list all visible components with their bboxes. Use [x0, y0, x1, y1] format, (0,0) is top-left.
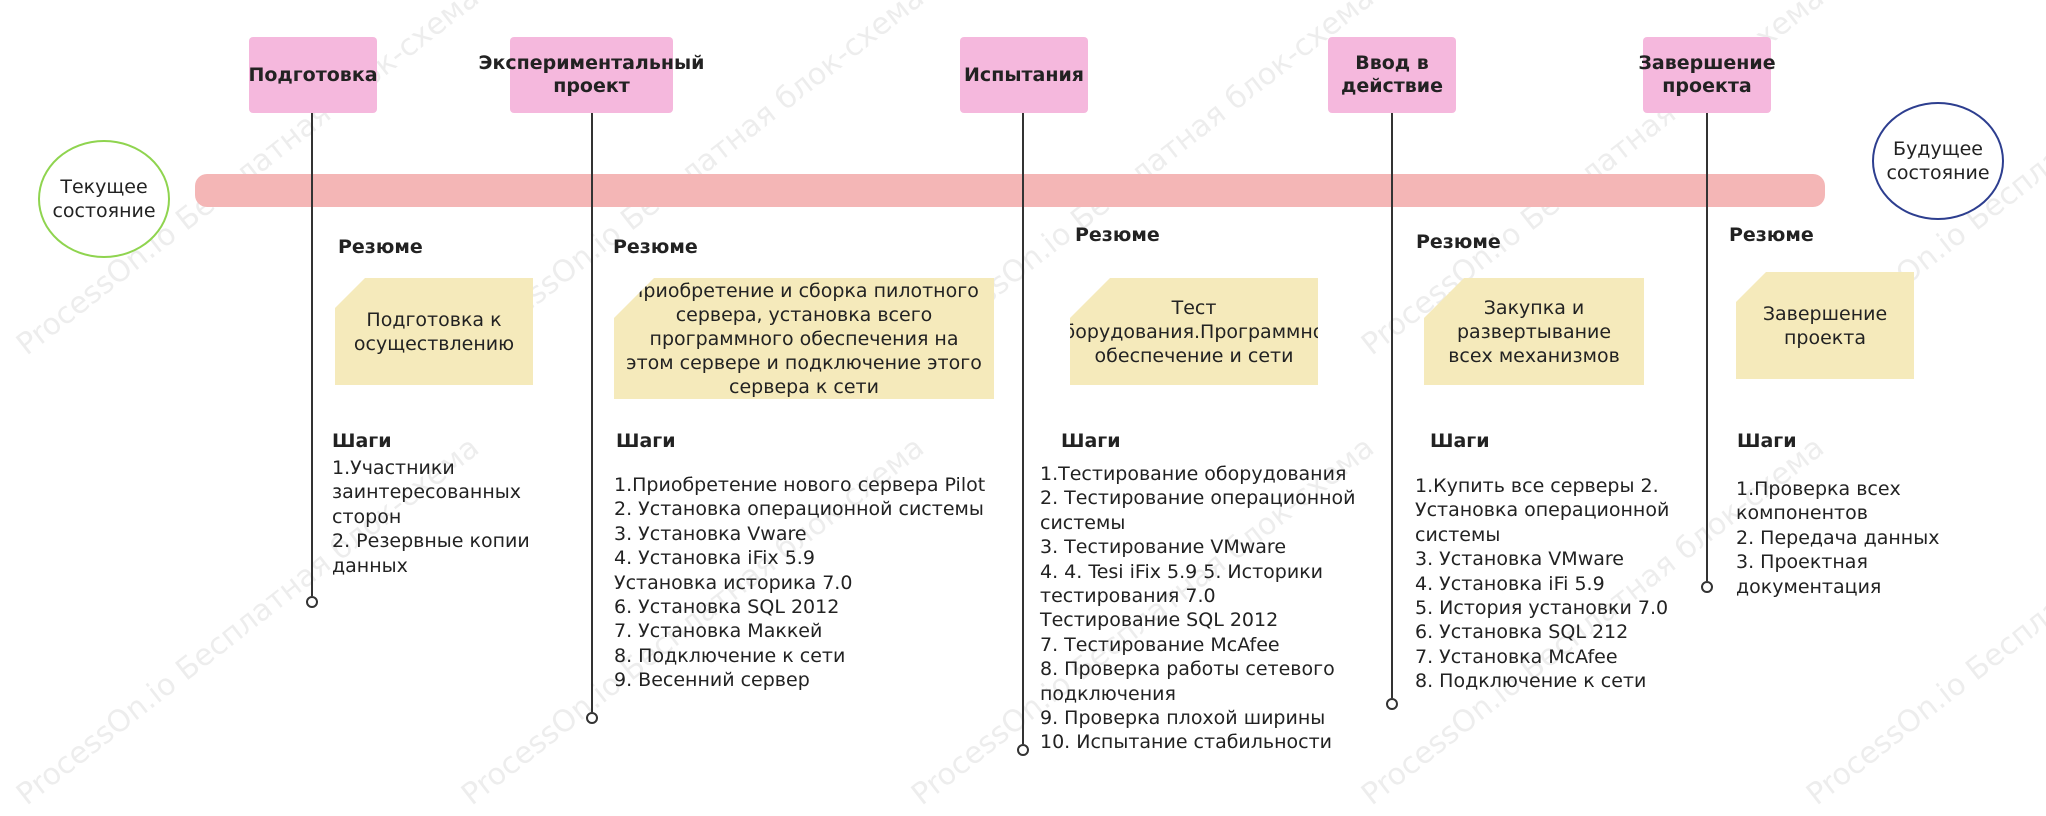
step-item: 4. 4. Tesi iFix 5.9 5. Историки тестиров… — [1040, 560, 1324, 608]
step-item: 8. Подключение к сети — [1415, 670, 1647, 693]
phase-3-summary-heading: Резюме — [1075, 224, 1160, 246]
summary-text: Закупка и развертывание всех механизмов — [1448, 296, 1620, 367]
phase-end-dot — [586, 712, 598, 724]
step-item: 2. Установка операционной системы — [614, 498, 984, 521]
step-item: 6. Установка SQL 2012 — [614, 596, 840, 619]
phase-connector-line — [591, 112, 593, 712]
phase-1-title-box[interactable]: Подготовка — [248, 37, 378, 113]
step-item: 3. Тестирование VMware — [1040, 536, 1287, 559]
timeline-bar — [195, 174, 1825, 207]
phase-3-title-box[interactable]: Испытания — [960, 37, 1088, 113]
step-item: 10. Испытание стабильности — [1040, 731, 1333, 754]
phase-2-steps-heading: Шаги — [616, 430, 676, 452]
phase-5-steps-list: 1.Проверка всех компонентов 2. Передача … — [1736, 477, 1966, 599]
phase-end-dot — [1017, 744, 1029, 756]
phase-4-steps-list: 1.Купить все серверы 2. Установка операц… — [1415, 474, 1685, 694]
step-item: 3. Установка VMware — [1415, 548, 1624, 571]
future-state-label: Будущее состояние — [1886, 138, 1990, 184]
step-item: 8. Подключение к сети — [614, 644, 846, 667]
step-item: 2. Резервные копии данных — [332, 530, 530, 577]
phase-title: Завершение проекта — [1638, 52, 1776, 97]
phase-5-summary-note[interactable]: Завершение проекта — [1736, 272, 1914, 379]
phase-title: Испытания — [964, 63, 1084, 86]
step-item: 1.Проверка всех компонентов — [1736, 478, 1901, 525]
step-item: 8. Проверка работы сетевого подключения — [1040, 658, 1335, 705]
step-item: 6. Установка SQL 212 — [1415, 621, 1629, 644]
step-item: Установка историка 7.0 — [614, 571, 853, 594]
phase-title: Ввод в действие — [1340, 52, 1444, 97]
phase-1-summary-note[interactable]: Подготовка к осуществлению — [335, 278, 533, 385]
phase-2-title-box[interactable]: Экспериментальный проект — [479, 37, 704, 113]
phase-4-summary-heading: Резюме — [1416, 231, 1501, 253]
step-item: 2. Тестирование операционной системы — [1040, 487, 1356, 534]
phase-2-steps-list: 1.Приобретение нового сервера Pilot 2. У… — [614, 473, 994, 693]
phase-3-summary-note[interactable]: Тест оборудования.Программное обеспечени… — [1070, 278, 1318, 385]
phase-3-steps-list: 1.Тестирование оборудования 2. Тестирова… — [1040, 462, 1360, 755]
phase-1-steps-list: 1.Участники заинтересованных сторон 2. Р… — [332, 456, 532, 578]
step-item: 1.Тестирование оборудования — [1040, 463, 1347, 485]
step-item: 7. Установка Маккей — [614, 620, 823, 643]
summary-text: Подготовка к осуществлению — [353, 308, 515, 355]
phase-connector-line — [311, 112, 313, 596]
step-item: 4. Установка iFix 5.9 — [614, 547, 815, 570]
phase-5-title-box[interactable]: Завершение проекта — [1638, 37, 1776, 113]
phase-connector-line — [1706, 112, 1708, 581]
phase-end-dot — [1701, 581, 1713, 593]
step-item: 1.Купить все серверы 2. Установка операц… — [1415, 475, 1670, 546]
phase-1-summary-heading: Резюме — [338, 236, 423, 258]
phase-5-summary-heading: Резюме — [1729, 224, 1814, 246]
step-item: 3. Установка Vware — [614, 522, 807, 545]
step-item: 1.Приобретение нового сервера Pilot — [614, 474, 986, 496]
step-item: 2. Передача данных — [1736, 526, 1940, 549]
step-item: Тестирование SQL 2012 — [1040, 609, 1279, 632]
summary-text: Завершение проекта — [1762, 302, 1888, 349]
step-item: 1.Участники заинтересованных сторон — [332, 457, 522, 528]
current-state-label: Текущее состояние — [52, 176, 156, 222]
step-item: 5. История установки 7.0 — [1415, 597, 1669, 620]
phase-1-steps-heading: Шаги — [332, 430, 392, 452]
phase-3-steps-heading: Шаги — [1061, 430, 1121, 452]
future-state-circle[interactable]: Будущее состояние — [1872, 102, 2004, 220]
phase-end-dot — [1386, 698, 1398, 710]
phase-4-summary-note[interactable]: Закупка и развертывание всех механизмов — [1424, 278, 1644, 385]
phase-title: Экспериментальный проект — [478, 52, 705, 97]
current-state-circle[interactable]: Текущее состояние — [38, 140, 170, 258]
phase-connector-line — [1022, 112, 1024, 744]
phase-2-summary-note[interactable]: Приобретение и сборка пилотного сервера,… — [614, 278, 994, 399]
step-item: 7. Тестирование McAfee — [1040, 633, 1280, 656]
phase-title: Подготовка — [248, 63, 378, 86]
step-item: 9. Проверка плохой ширины — [1040, 707, 1326, 730]
phase-4-steps-heading: Шаги — [1430, 430, 1490, 452]
phase-4-title-box[interactable]: Ввод в действие — [1328, 37, 1456, 113]
step-item: 4. Установка iFi 5.9 — [1415, 572, 1605, 595]
step-item: 9. Весенний сервер — [614, 669, 810, 692]
phase-2-summary-heading: Резюме — [613, 236, 698, 258]
summary-text: Тест оборудования.Программное обеспечени… — [1051, 296, 1337, 367]
step-item: 7. Установка McAfee — [1415, 645, 1618, 668]
step-item: 3. Проектная документация — [1736, 551, 1882, 598]
summary-text: Приобретение и сборка пилотного сервера,… — [626, 279, 982, 398]
phase-end-dot — [306, 596, 318, 608]
phase-connector-line — [1391, 112, 1393, 698]
phase-5-steps-heading: Шаги — [1737, 430, 1797, 452]
